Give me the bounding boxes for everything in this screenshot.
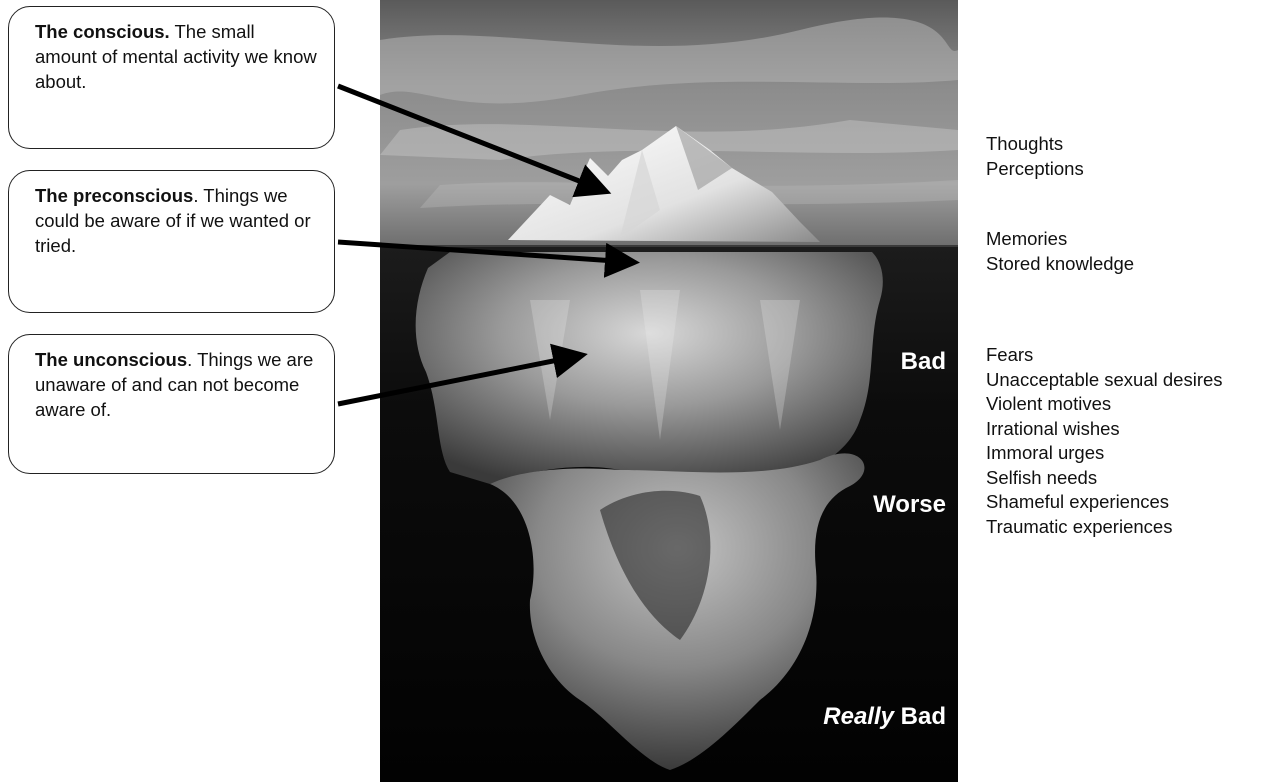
severity-label-bad: Bad <box>900 348 946 375</box>
callout-conscious-text: The small amount of mental activity we k… <box>35 21 317 92</box>
severity-label-worse: Worse <box>873 491 946 518</box>
severity-label-really-bad: Really Bad <box>823 703 946 731</box>
list-item: Fears <box>986 344 1034 365</box>
callout-preconscious-text: . Things we could be aware of if we want… <box>35 185 311 256</box>
callout-unconscious: The unconscious. Things we are unaware o… <box>8 334 335 474</box>
callout-unconscious-title: The unconscious <box>35 349 188 370</box>
list-item: Selfish needs <box>986 466 1098 488</box>
unconscious-list: Fears Unacceptable sexual desires Violen… <box>986 343 1223 539</box>
preconscious-list: Memories Stored knowledge <box>986 227 1134 276</box>
list-item: Shameful experiences <box>986 491 1170 512</box>
list-item: Unacceptable sexual desires <box>986 368 1223 390</box>
list-item: Irrational wishes <box>986 417 1120 439</box>
iceberg-image <box>380 0 958 782</box>
list-item: Stored knowledge <box>986 252 1135 274</box>
callout-preconscious-title: The preconscious <box>35 185 194 206</box>
list-item: Thoughts <box>986 133 1064 154</box>
callout-preconscious: The preconscious. Things we could be awa… <box>8 170 335 313</box>
callout-unconscious-text: . Things we are unaware of and can not b… <box>35 349 314 420</box>
severity-really-italic: Really <box>823 703 894 730</box>
list-item: Memories <box>986 228 1068 249</box>
conscious-list: Thoughts Perceptions <box>986 132 1084 181</box>
list-item: Violent motives <box>986 393 1112 414</box>
list-item: Immoral urges <box>986 442 1105 463</box>
callout-conscious-title: The conscious. <box>35 21 170 42</box>
callout-conscious: The conscious. The small amount of menta… <box>8 6 335 149</box>
list-item: Perceptions <box>986 157 1084 179</box>
list-item: Traumatic experiences <box>986 515 1173 537</box>
severity-really-rest: Bad <box>893 703 946 730</box>
